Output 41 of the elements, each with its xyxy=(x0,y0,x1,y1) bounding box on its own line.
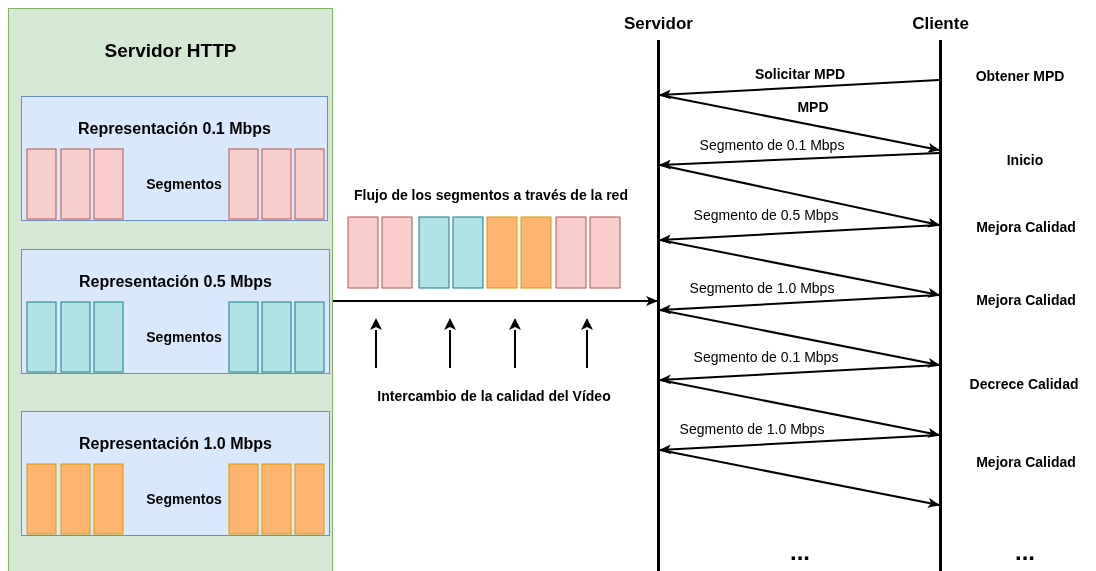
segments-label: Segmentos xyxy=(145,175,223,194)
representation-box xyxy=(21,411,330,536)
arrow xyxy=(659,309,940,368)
state-label: Inicio xyxy=(1006,151,1044,170)
state-label: Mejora Calidad xyxy=(976,453,1076,472)
ellipsis: ... xyxy=(790,537,810,567)
arrow xyxy=(659,364,940,385)
segments-label: Segmentos xyxy=(145,328,223,347)
arrow xyxy=(659,239,940,298)
representation-box xyxy=(21,249,330,374)
lifeline-label: Servidor xyxy=(624,12,693,35)
arrow xyxy=(659,294,940,315)
state-label: Mejora Calidad xyxy=(976,218,1076,237)
ellipsis: ... xyxy=(1015,537,1035,567)
state-label: Obtener MPD xyxy=(975,67,1065,86)
edge-label: Segmento de 1.0 Mbps xyxy=(687,280,837,297)
representation-title: Representación 1.0 Mbps xyxy=(78,434,273,454)
arrow xyxy=(332,296,658,306)
edge-label: Segmento de 1.0 Mbps xyxy=(677,421,827,438)
panel-title: Servidor HTTP xyxy=(103,39,238,63)
arrow xyxy=(659,449,940,508)
arrow xyxy=(659,164,940,228)
arrow xyxy=(659,379,940,438)
representation-box xyxy=(21,96,328,221)
state-label: Decrece Calidad xyxy=(969,375,1079,394)
state-label: Mejora Calidad xyxy=(976,291,1076,310)
edge-label: Segmento de 0.1 Mbps xyxy=(697,137,847,154)
representation-title: Representación 0.5 Mbps xyxy=(78,272,273,292)
network-flow-label: Flujo de los segmentos a través de la red xyxy=(354,186,628,205)
server-panel xyxy=(8,8,333,571)
arrow xyxy=(659,79,940,100)
arrow xyxy=(659,224,940,245)
lifeline-label: Cliente xyxy=(912,12,969,35)
arrow xyxy=(659,434,940,455)
arrow xyxy=(659,152,940,170)
edge-label: Segmento de 0.1 Mbps xyxy=(691,349,841,366)
arrow xyxy=(659,94,940,153)
representation-title: Representación 0.1 Mbps xyxy=(77,119,272,139)
segments-label: Segmentos xyxy=(145,490,223,509)
annotation-text: Intercambio de la calidad del Vídeo xyxy=(377,387,611,406)
edge-label: Segmento de 0.5 Mbps xyxy=(691,207,841,224)
